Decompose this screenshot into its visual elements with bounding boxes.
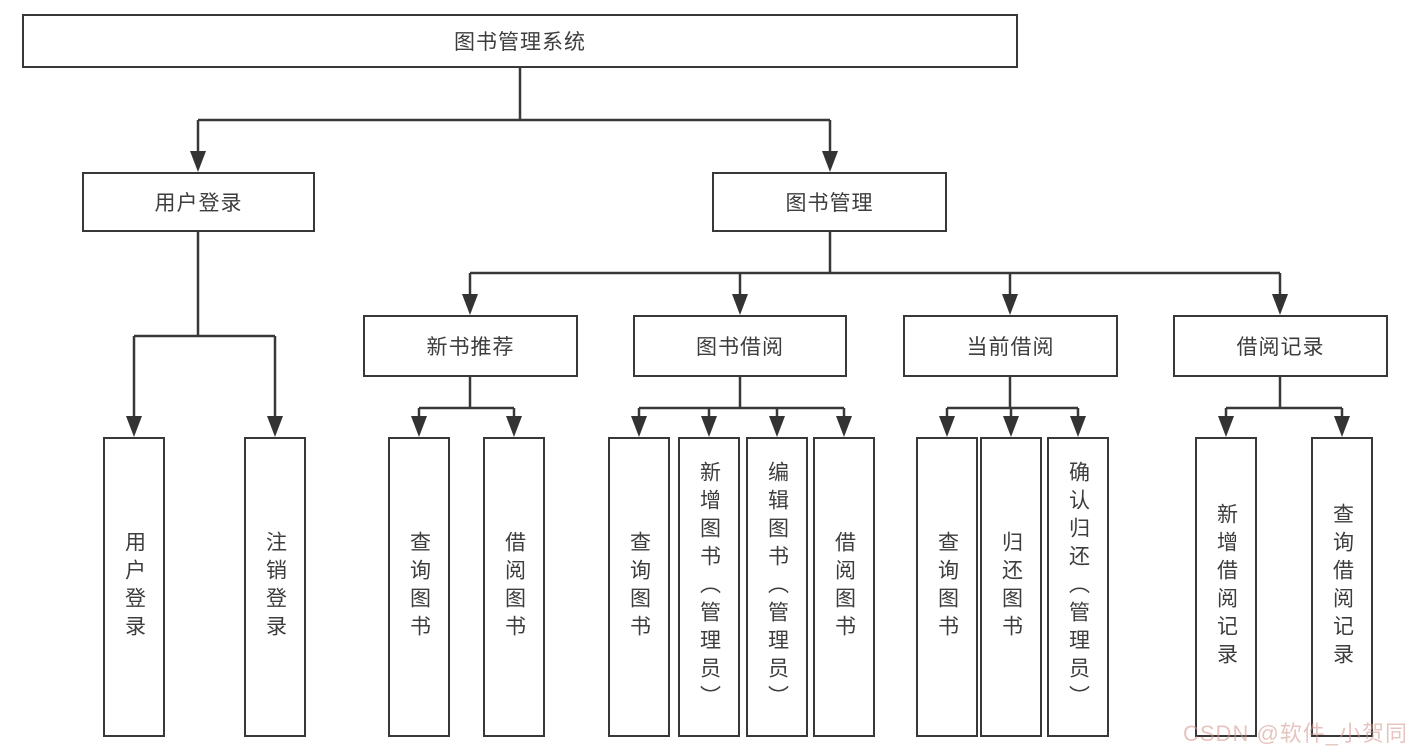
leaf-add-book-admin: 新增图书（管理员）	[678, 437, 740, 737]
node-new-book-recommend: 新书推荐	[363, 315, 578, 377]
leaf-label: 查询图书	[935, 531, 959, 643]
leaf-label: 查询借阅记录	[1330, 503, 1354, 671]
node-label: 图书借阅	[696, 336, 784, 359]
leaf-label: 归还图书	[999, 531, 1023, 643]
leaf-borrow-books-1: 借阅图书	[483, 437, 545, 737]
leaf-return-book: 归还图书	[980, 437, 1042, 737]
leaf-label: 新增借阅记录	[1214, 503, 1238, 671]
leaf-add-borrow-record: 新增借阅记录	[1195, 437, 1257, 737]
node-book-borrow: 图书借阅	[633, 315, 847, 377]
leaf-query-borrow-record: 查询借阅记录	[1311, 437, 1373, 737]
csdn-watermark: CSDN @软件_小贺同学	[1183, 721, 1405, 746]
leaf-borrow-books-2: 借阅图书	[813, 437, 875, 737]
node-label: 图书管理系统	[454, 31, 586, 54]
leaf-label: 用户登录	[122, 531, 146, 643]
node-label: 新书推荐	[426, 336, 515, 359]
leaf-logout: 注销登录	[244, 437, 306, 737]
arrowhead-icons	[126, 151, 1350, 437]
leaf-label: 借阅图书	[502, 531, 526, 643]
node-book-management: 图书管理	[712, 172, 947, 232]
connector-path	[132, 68, 1344, 420]
leaf-edit-book-admin: 编辑图书（管理员）	[746, 437, 808, 737]
node-root-system: 图书管理系统	[22, 14, 1018, 68]
leaf-label: 确认归还（管理员）	[1066, 461, 1090, 713]
leaf-query-books-1: 查询图书	[388, 437, 450, 737]
node-current-borrow: 当前借阅	[903, 315, 1118, 377]
leaf-query-books-2: 查询图书	[608, 437, 670, 737]
node-label: 借阅记录	[1236, 336, 1325, 359]
node-borrow-records: 借阅记录	[1173, 315, 1388, 377]
node-label: 当前借阅	[966, 336, 1055, 359]
leaf-label: 查询图书	[627, 531, 651, 643]
node-user-login: 用户登录	[82, 172, 315, 232]
node-label: 用户登录	[154, 192, 243, 215]
leaf-label: 编辑图书（管理员）	[765, 461, 789, 713]
leaf-user-login: 用户登录	[103, 437, 165, 737]
node-label: 图书管理	[785, 192, 874, 215]
leaf-label: 借阅图书	[832, 531, 856, 643]
leaf-label: 注销登录	[263, 531, 287, 643]
leaf-confirm-return-admin: 确认归还（管理员）	[1047, 437, 1109, 737]
leaf-label: 新增图书（管理员）	[697, 461, 721, 713]
leaf-label: 查询图书	[407, 531, 431, 643]
leaf-query-books-3: 查询图书	[916, 437, 978, 737]
